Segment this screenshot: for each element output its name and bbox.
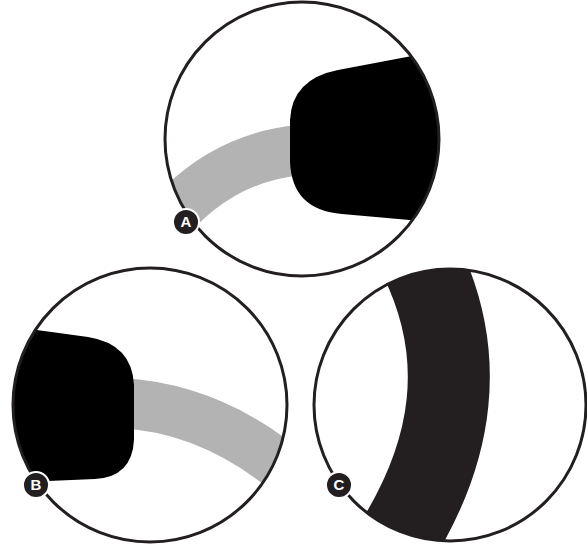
detail-circle-outline (13, 268, 287, 542)
callout-letter: C (325, 471, 353, 499)
grey-band (120, 403, 295, 478)
detail-circle-outline (165, 2, 439, 276)
dark-band (390, 258, 449, 545)
black-block (0, 325, 134, 483)
callout-letter: B (22, 471, 50, 499)
detail-circle-outline (314, 269, 586, 541)
callout-letter: A (172, 208, 200, 236)
